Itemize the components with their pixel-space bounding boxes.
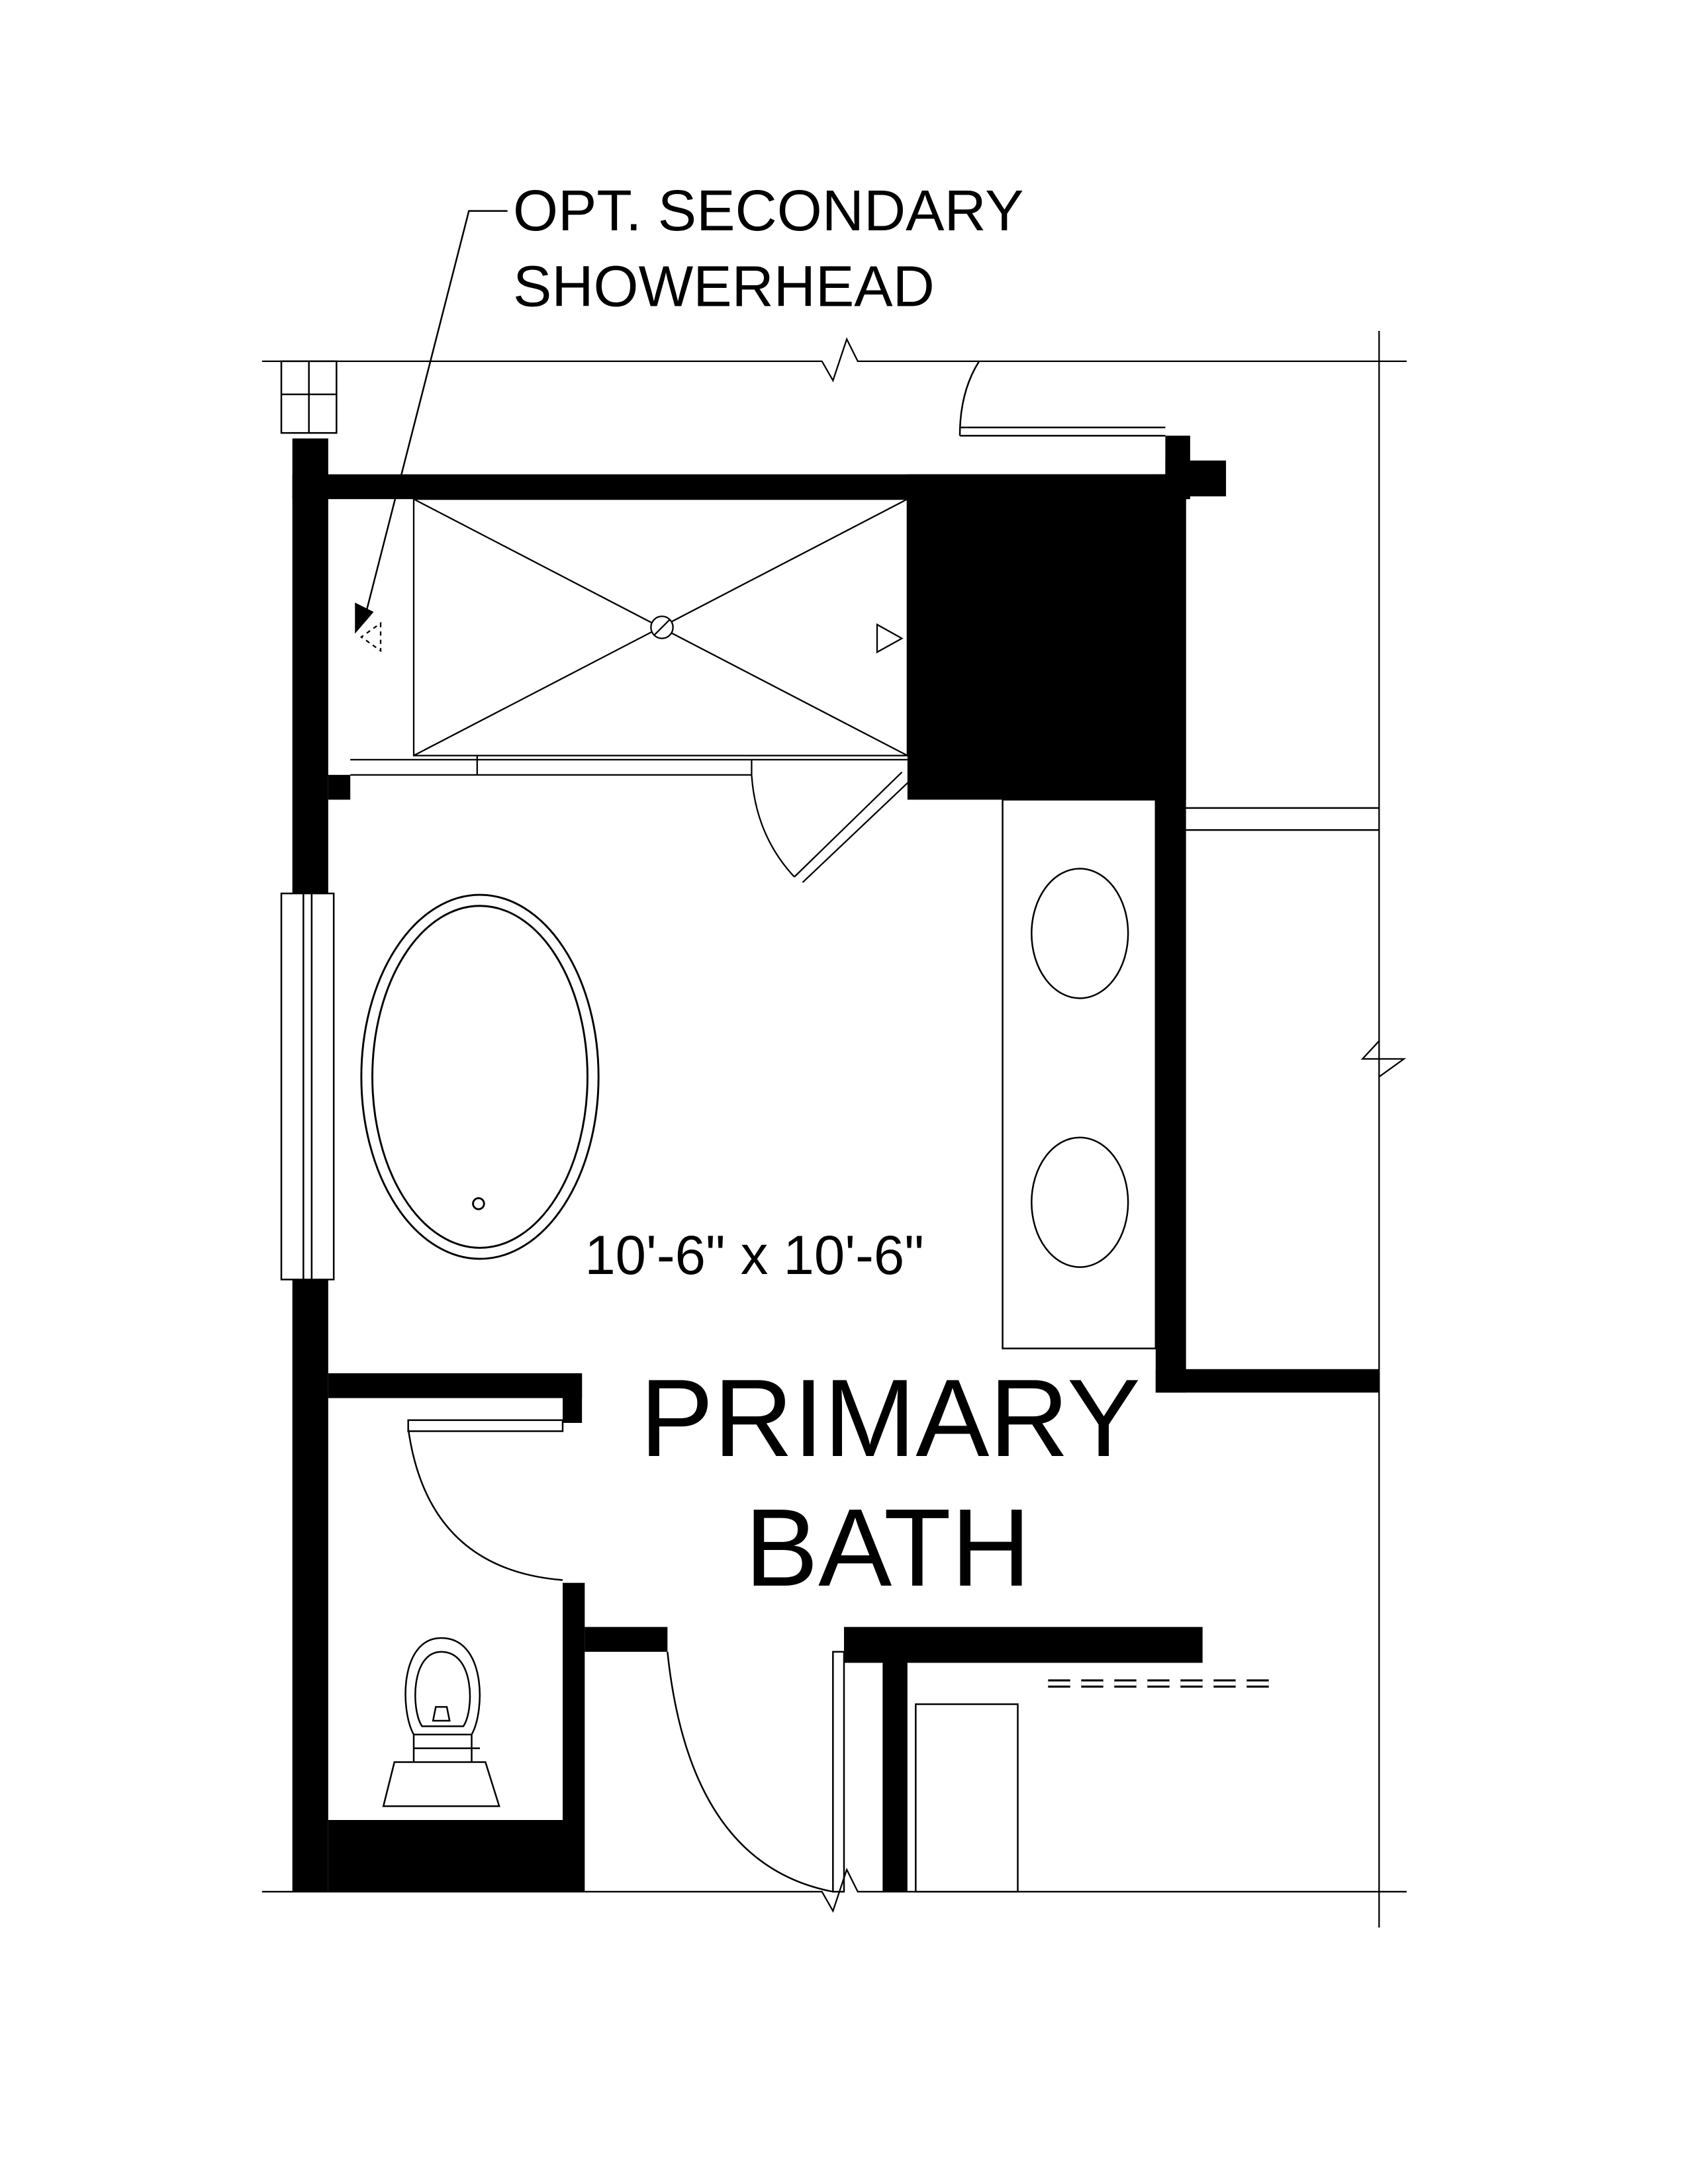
entry-door: [667, 1651, 845, 1893]
entry-door-leaf: [832, 1651, 845, 1893]
wc-door-swing: [407, 1428, 563, 1581]
wall-left-upper: [292, 438, 328, 893]
sink-lower: [1031, 1136, 1129, 1268]
freestanding-tub: [360, 893, 600, 1260]
vanity-counter: [1002, 799, 1157, 1349]
wall-wc-top-jamb: [563, 1373, 583, 1423]
sink-upper: [1031, 868, 1129, 999]
room-name-line1: PRIMARY: [640, 1357, 1141, 1480]
tub-drain-icon: [472, 1197, 485, 1210]
right-break-mark: [1360, 1040, 1407, 1078]
wall-right-bottom: [1155, 1369, 1380, 1393]
toilet: [382, 1637, 500, 1807]
wc-door: [407, 1419, 564, 1581]
wall-shower-left-lower: [328, 774, 351, 800]
entry-door-swing: [667, 1651, 833, 1893]
bottom-ticks: [393, 1880, 404, 1892]
wall-closet-left: [882, 1662, 908, 1892]
wc-door-leaf: [407, 1419, 564, 1432]
callout-leader: [355, 210, 508, 634]
wall-closet-top: [844, 1627, 1203, 1663]
wall-wc-top: [328, 1373, 583, 1398]
upper-right-door: [959, 361, 1166, 437]
shower-door-leaf: [794, 771, 903, 878]
wall-entry-left: [585, 1627, 668, 1652]
room-dimensions: 10'-6" x 10'-6": [585, 1224, 924, 1286]
toilet-tank: [382, 1761, 500, 1807]
top-break-line: [261, 337, 1407, 383]
shower: [350, 498, 911, 884]
wall-right: [1155, 474, 1186, 1393]
room-name-line2: BATH: [745, 1486, 1031, 1610]
showerhead-icon: [876, 623, 904, 654]
closet-door: [915, 1703, 1019, 1893]
toilet-bowl: [404, 1637, 481, 1736]
wall-wc-bottom: [328, 1820, 583, 1892]
wall-stub-top-left: [280, 360, 338, 434]
closet: [915, 1679, 1280, 1893]
shower-pan: [412, 498, 908, 756]
wall-left-middle: [292, 1279, 328, 1892]
walls: [292, 435, 1380, 1892]
callout-label-line1: OPT. SECONDARY: [513, 178, 1023, 243]
adjacent-room-lines: [1186, 807, 1380, 831]
shower-door-swing: [751, 774, 795, 878]
shower-mass-block: [907, 474, 1186, 800]
vanity: [1002, 799, 1157, 1349]
window-left: [280, 892, 335, 1281]
callout-label-line2: SHOWERHEAD: [513, 253, 935, 318]
